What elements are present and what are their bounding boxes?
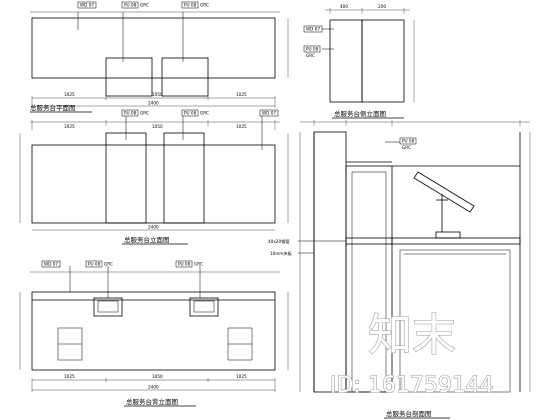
front-tag-2: GRC [140,111,149,116]
back-tag-3: GRC [104,262,113,267]
front-tag-1: PU 08 [124,111,137,116]
back-tag-1: WD 07 [44,262,58,267]
back-tag-5: GRC [194,262,203,267]
plan-counter-top [31,17,276,79]
section-monitor [413,171,475,213]
side-dim-1: 400 [340,4,348,9]
plan-dim-overall: 2400 [148,101,159,106]
section-tag-1: PU 08 [402,139,415,144]
front-tag-3: PU 08 [184,111,197,116]
plan-dim-3: 1025 [236,92,247,97]
back-title: 总服务台背立面图 [126,397,178,406]
watermark: 知末 ID: 161759144 [329,309,494,398]
back-dim-2: 1050 [152,374,163,379]
plan-tag-3: GRC [140,3,149,8]
section-counter-top [391,237,521,245]
side-title: 总服务台侧立面图 [334,109,386,118]
front-tag-4: GRC [200,111,209,116]
back-tag-2: PU 08 [88,262,101,267]
back-dim-3: 1025 [236,374,247,379]
section-title: 总服务台剖面图 [386,409,432,418]
section-label-plywood: 10mm夹板 [270,250,293,257]
front-tag-5: WD 07 [262,111,276,116]
side-tag-3: GRC [306,53,315,58]
back-tag-4: PU 08 [178,262,191,267]
front-elevation-view: 1025 1050 1025 PU 08 GRC PU 08 GRC WD 07… [19,109,289,245]
section-view: PU 08 GRC 40x20钢管 10mm夹板 总服务台剖面图 [268,120,531,419]
section-label-steel-tube: 40x20钢管 [268,238,290,245]
front-dim-1: 1025 [64,124,75,129]
back-dim-overall: 2400 [148,385,159,390]
front-counter [31,144,276,224]
section-stone-wall [313,131,347,393]
side-wood-panel [361,19,405,103]
plan-dim-2: 1050 [152,92,163,97]
section-tag-2: GRC [402,145,411,150]
section-monitor-base [435,231,461,239]
side-stone-panel [329,19,363,103]
front-stone-column-right [163,132,205,224]
monitor-right [189,297,219,317]
side-elevation-view: 400 200 WD 07 PU 08 GRC 总服务台侧立面图 [303,4,415,119]
plan-stone-panel-right [161,57,209,97]
watermark-logo: 知末 [368,310,456,361]
back-dim-1: 1025 [64,374,75,379]
plan-stone-panel-left [105,57,153,97]
plan-title: 总服务台平面图 [30,103,76,112]
front-stone-column-left [105,132,147,224]
plan-tag-5: GRC [200,3,209,8]
side-tag-2: PU 08 [306,47,319,52]
side-dim-2: 200 [378,4,386,9]
front-title: 总服务台立面图 [124,235,170,244]
front-dim-2: 1050 [152,124,163,129]
back-elevation-view: WD 07 PU 08 GRC PU 08 GRC 1025 1050 1025… [19,260,289,407]
plan-tag-2: PU 08 [124,3,137,8]
front-dim-3: 1025 [236,124,247,129]
front-dim-overall: 2400 [148,225,159,230]
plan-tag-1: WD 07 [80,3,94,8]
watermark-id: ID: 161759144 [330,373,494,398]
side-tag-1: WD 07 [306,27,320,32]
plan-view: WD 07 PU 08 GRC PU 08 GRC 1025 1050 1025… [30,1,289,113]
section-cabinet [399,249,511,393]
plan-tag-4: PU 08 [184,3,197,8]
plan-dim-1: 1025 [64,92,75,97]
back-counter [31,291,276,371]
